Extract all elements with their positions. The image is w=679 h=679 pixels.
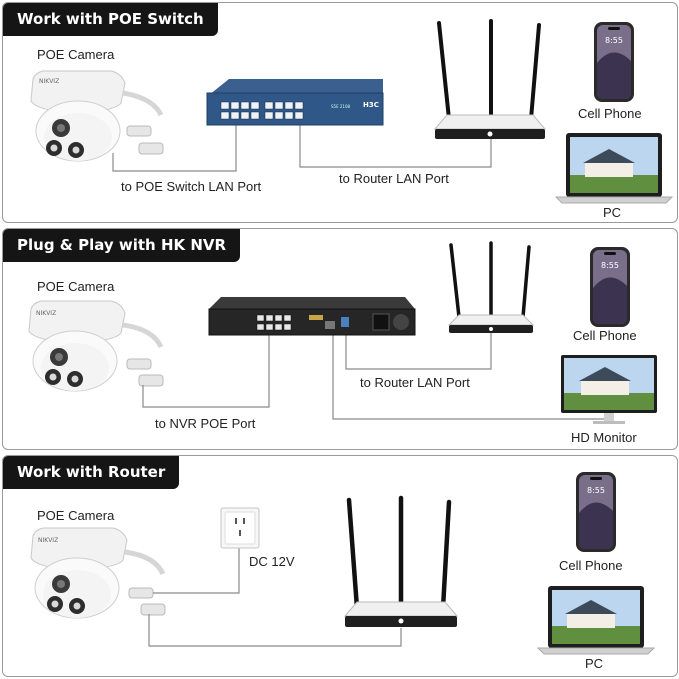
cable-camera-power [153, 548, 240, 594]
power-outlet-image [220, 507, 260, 549]
svg-text:8:55: 8:55 [605, 36, 623, 45]
section-1-graphics: NIKVIZ H3C S5E 2108 [30, 19, 674, 204]
monitor-label: HD Monitor [571, 430, 637, 445]
svg-text:NIKVIZ: NIKVIZ [39, 78, 59, 85]
section-router: NIKVIZ 8:55 [2, 455, 678, 677]
router-port-label: to Router LAN Port [339, 171, 449, 186]
nvr-image [208, 297, 416, 336]
nvr-port-label: to NVR POE Port [155, 416, 256, 431]
section-title: Work with POE Switch [3, 3, 218, 36]
router-port-label: to Router LAN Port [360, 375, 470, 390]
hd-monitor-image [561, 355, 657, 424]
rj45-connector [138, 374, 164, 387]
rj45-connector [138, 142, 164, 155]
cable-nvr-router [345, 333, 492, 370]
poe-camera-image: NIKVIZ [28, 300, 126, 392]
router-image [433, 19, 547, 139]
section-3-graphics: NIKVIZ 8:55 [30, 472, 656, 655]
router-image [447, 241, 535, 333]
svg-text:NIKVIZ: NIKVIZ [36, 310, 56, 317]
pc-label: PC [585, 656, 604, 671]
laptop-pc-image [536, 586, 656, 655]
poe-camera-image: NIKVIZ [30, 527, 128, 619]
svg-text:H3C: H3C [363, 101, 379, 109]
section-hk-nvr: NIKVIZ [2, 228, 678, 450]
rj45-connector [140, 603, 166, 616]
camera-label: POE Camera [37, 508, 115, 523]
cable-switch-router [299, 107, 492, 168]
laptop-pc-image [554, 133, 674, 204]
section-2-graphics: NIKVIZ [28, 241, 657, 424]
cable-camera-switch [112, 113, 237, 172]
cable-camera-router [148, 614, 402, 647]
power-label: DC 12V [249, 554, 295, 569]
rj45-connector [128, 587, 154, 599]
svg-text:8:55: 8:55 [601, 261, 619, 270]
cell-phone-image: 8:55 [576, 472, 616, 552]
phone-label: Cell Phone [578, 106, 642, 121]
svg-text:NIKVIZ: NIKVIZ [38, 537, 58, 544]
rj45-connector [126, 125, 152, 137]
pc-label: PC [603, 205, 622, 220]
switch-port-label: to POE Switch LAN Port [121, 179, 262, 194]
section-title: Work with Router [3, 456, 180, 489]
phone-label: Cell Phone [559, 558, 623, 573]
camera-label: POE Camera [37, 279, 115, 294]
svg-text:8:55: 8:55 [587, 486, 605, 495]
camera-label: POE Camera [37, 47, 115, 62]
cell-phone-image: 8:55 [594, 22, 634, 102]
rj45-connector [126, 358, 152, 370]
section-poe-switch: NIKVIZ H3C S5E 2108 [2, 2, 678, 223]
cell-phone-image: 8:55 [590, 247, 630, 327]
poe-camera-image: NIKVIZ [30, 70, 126, 162]
router-image [343, 495, 459, 627]
phone-label: Cell Phone [573, 328, 637, 343]
cable-camera-nvr [142, 333, 270, 408]
poe-switch-image: H3C S5E 2108 [206, 79, 384, 126]
section-title: Plug & Play with HK NVR [3, 229, 241, 262]
svg-text:S5E 2108: S5E 2108 [331, 104, 351, 109]
